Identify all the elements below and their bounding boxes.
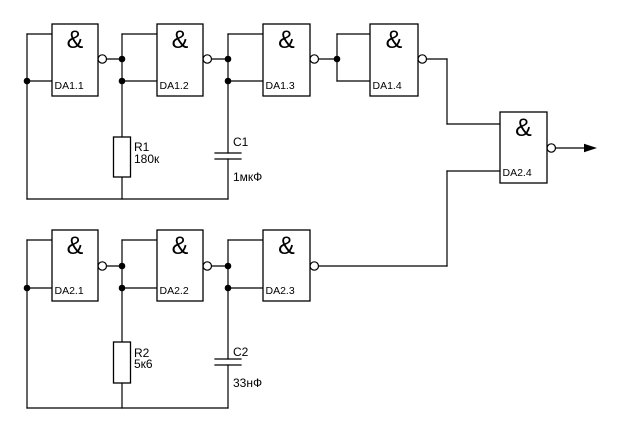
gate-da2-3: & DA2.3 xyxy=(262,229,320,302)
gate-da2-1: & DA2.1 xyxy=(51,229,108,302)
resistor-body xyxy=(112,341,132,384)
junction-dot xyxy=(224,284,232,292)
gate-da1-1: & DA1.1 xyxy=(51,23,108,97)
capacitor-value-label: 1мкФ xyxy=(233,170,262,184)
capacitor-ref-label: C2 xyxy=(233,345,249,359)
gate-and-symbol: & xyxy=(386,26,403,54)
junction-dot xyxy=(118,262,126,270)
gate-ref-label: DA1.1 xyxy=(55,80,84,92)
capacitor-c2: C2 33нФ xyxy=(214,345,262,390)
resistor-r1: R1 180к xyxy=(112,136,160,178)
junction-dot xyxy=(118,55,126,63)
inverter-bubble xyxy=(417,54,428,64)
inverter-bubble xyxy=(97,54,108,64)
gate-ref-label: DA1.2 xyxy=(160,80,189,92)
inverter-bubble xyxy=(202,261,213,271)
arrowhead-icon xyxy=(584,143,597,153)
gate-da1-4: & DA1.4 xyxy=(369,23,428,97)
gate-da1-3: & DA1.3 xyxy=(262,23,320,97)
inverter-bubble xyxy=(309,54,320,64)
gate-body xyxy=(156,229,204,302)
gate-ref-label: DA1.3 xyxy=(266,80,295,92)
gate-body xyxy=(369,23,419,97)
gate-body xyxy=(51,229,99,302)
junction-dots xyxy=(23,55,341,292)
capacitor-ref-label: C1 xyxy=(233,135,249,149)
resistor-ref-label: R2 xyxy=(134,346,150,360)
resistor-r2: R2 5к6 xyxy=(112,341,153,384)
junction-dot xyxy=(224,262,232,270)
gate-da2-2: & DA2.2 xyxy=(156,229,213,302)
resistor-value-label: 180к xyxy=(134,152,160,166)
gate-and-symbol: & xyxy=(278,26,295,54)
wires-top-section xyxy=(26,33,501,200)
junction-dot xyxy=(23,284,31,292)
junction-dot xyxy=(224,77,232,85)
gate-and-symbol: & xyxy=(67,232,84,260)
gate-body xyxy=(51,23,99,97)
inverter-bubble xyxy=(546,143,557,153)
gate-ref-label: DA2.1 xyxy=(55,285,84,297)
resistor-value-label: 5к6 xyxy=(134,357,153,371)
capacitor-c1: C1 1мкФ xyxy=(214,135,262,184)
junction-dot xyxy=(118,77,126,85)
gate-and-symbol: & xyxy=(515,114,532,142)
junction-dot xyxy=(23,77,31,85)
resistor-ref-label: R1 xyxy=(134,140,150,154)
gate-and-symbol: & xyxy=(67,26,84,54)
gate-ref-label: DA2.3 xyxy=(266,285,295,297)
gate-and-symbol: & xyxy=(172,232,189,260)
resistor-body xyxy=(112,136,132,178)
inverter-bubble xyxy=(202,54,213,64)
junction-dot xyxy=(118,284,126,292)
gate-and-symbol: & xyxy=(278,232,295,260)
gate-ref-label: DA2.4 xyxy=(503,167,532,179)
wires-bottom-section xyxy=(26,170,501,409)
gate-and-symbol: & xyxy=(172,26,189,54)
gate-da1-2: & DA1.2 xyxy=(156,23,213,97)
capacitor-value-label: 33нФ xyxy=(233,376,262,390)
gate-body xyxy=(262,23,311,97)
gate-ref-label: DA1.4 xyxy=(373,80,402,92)
junction-dot xyxy=(333,55,341,63)
gate-da2-4: & DA2.4 xyxy=(499,111,557,184)
gate-body xyxy=(262,229,311,302)
gate-body xyxy=(499,111,548,184)
inverter-bubble xyxy=(309,261,320,271)
gate-ref-label: DA2.2 xyxy=(160,285,189,297)
output-arrow xyxy=(554,143,597,153)
inverter-bubble xyxy=(97,261,108,271)
junction-dot xyxy=(224,55,232,63)
